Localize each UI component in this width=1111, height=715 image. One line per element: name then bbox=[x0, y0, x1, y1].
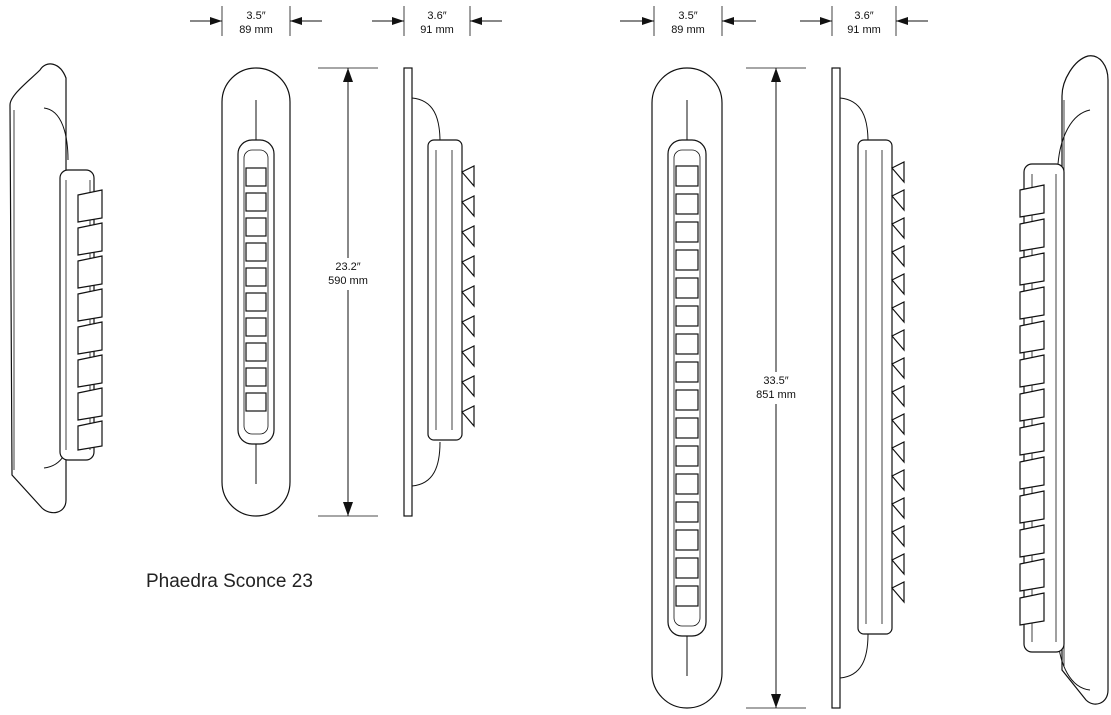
sconce-33-height-dimension: 33.5″ 851 mm bbox=[746, 67, 806, 709]
sconce-23-front-led-modules bbox=[245, 167, 267, 412]
sconce-33-front-led-modules bbox=[675, 165, 699, 607]
sconce-23-perspective-view bbox=[9, 63, 103, 514]
sconce-23-side-diffusers bbox=[461, 165, 475, 428]
sconce-33-height-inches: 33.5″ bbox=[763, 375, 788, 387]
sconce-23-perspective-diffusers bbox=[77, 189, 103, 451]
sconce-23-width-mm: 89 mm bbox=[239, 24, 273, 36]
sconce-33-height-mm: 851 mm bbox=[756, 389, 796, 401]
sconce-23-depth-inches: 3.6″ bbox=[427, 10, 446, 22]
sconce-33-side-diffusers bbox=[891, 161, 905, 604]
sconce-23-caption: Phaedra Sconce 23 bbox=[146, 571, 313, 592]
sconce-33-group: 3.5″ 89 mm 3.6″ 91 mm bbox=[620, 6, 1109, 709]
sconce-33-depth-dimension: 3.6″ 91 mm bbox=[800, 6, 928, 36]
sconce-33-width-inches: 3.5″ bbox=[678, 10, 697, 22]
sconce-33-width-mm: 89 mm bbox=[671, 24, 705, 36]
sconce-33-side-view bbox=[831, 67, 905, 709]
sconce-33-front-view bbox=[651, 67, 723, 709]
sconce-23-width-inches: 3.5″ bbox=[246, 10, 265, 22]
sconce-23-width-dimension: 3.5″ 89 mm bbox=[190, 6, 322, 36]
sconce-23-depth-dimension: 3.6″ 91 mm bbox=[372, 6, 502, 36]
sconce-23-depth-mm: 91 mm bbox=[420, 24, 454, 36]
sconce-33-perspective-view bbox=[1019, 55, 1109, 705]
sconce-33-depth-mm: 91 mm bbox=[847, 24, 881, 36]
sconce-23-front-view bbox=[221, 67, 291, 517]
sconce-23-height-inches: 23.2″ bbox=[335, 261, 360, 273]
sconce-33-depth-inches: 3.6″ bbox=[854, 10, 873, 22]
sconce-33-width-dimension: 3.5″ 89 mm bbox=[620, 6, 756, 36]
sconce-23-height-dimension: 23.2″ 590 mm bbox=[318, 67, 378, 517]
sconce-23-group: 3.5″ 89 mm 3.6″ 91 mm bbox=[9, 6, 502, 592]
sconce-23-height-mm: 590 mm bbox=[328, 275, 368, 287]
sconce-23-side-view bbox=[403, 67, 475, 517]
sconce-33-perspective-diffusers bbox=[1019, 184, 1045, 626]
